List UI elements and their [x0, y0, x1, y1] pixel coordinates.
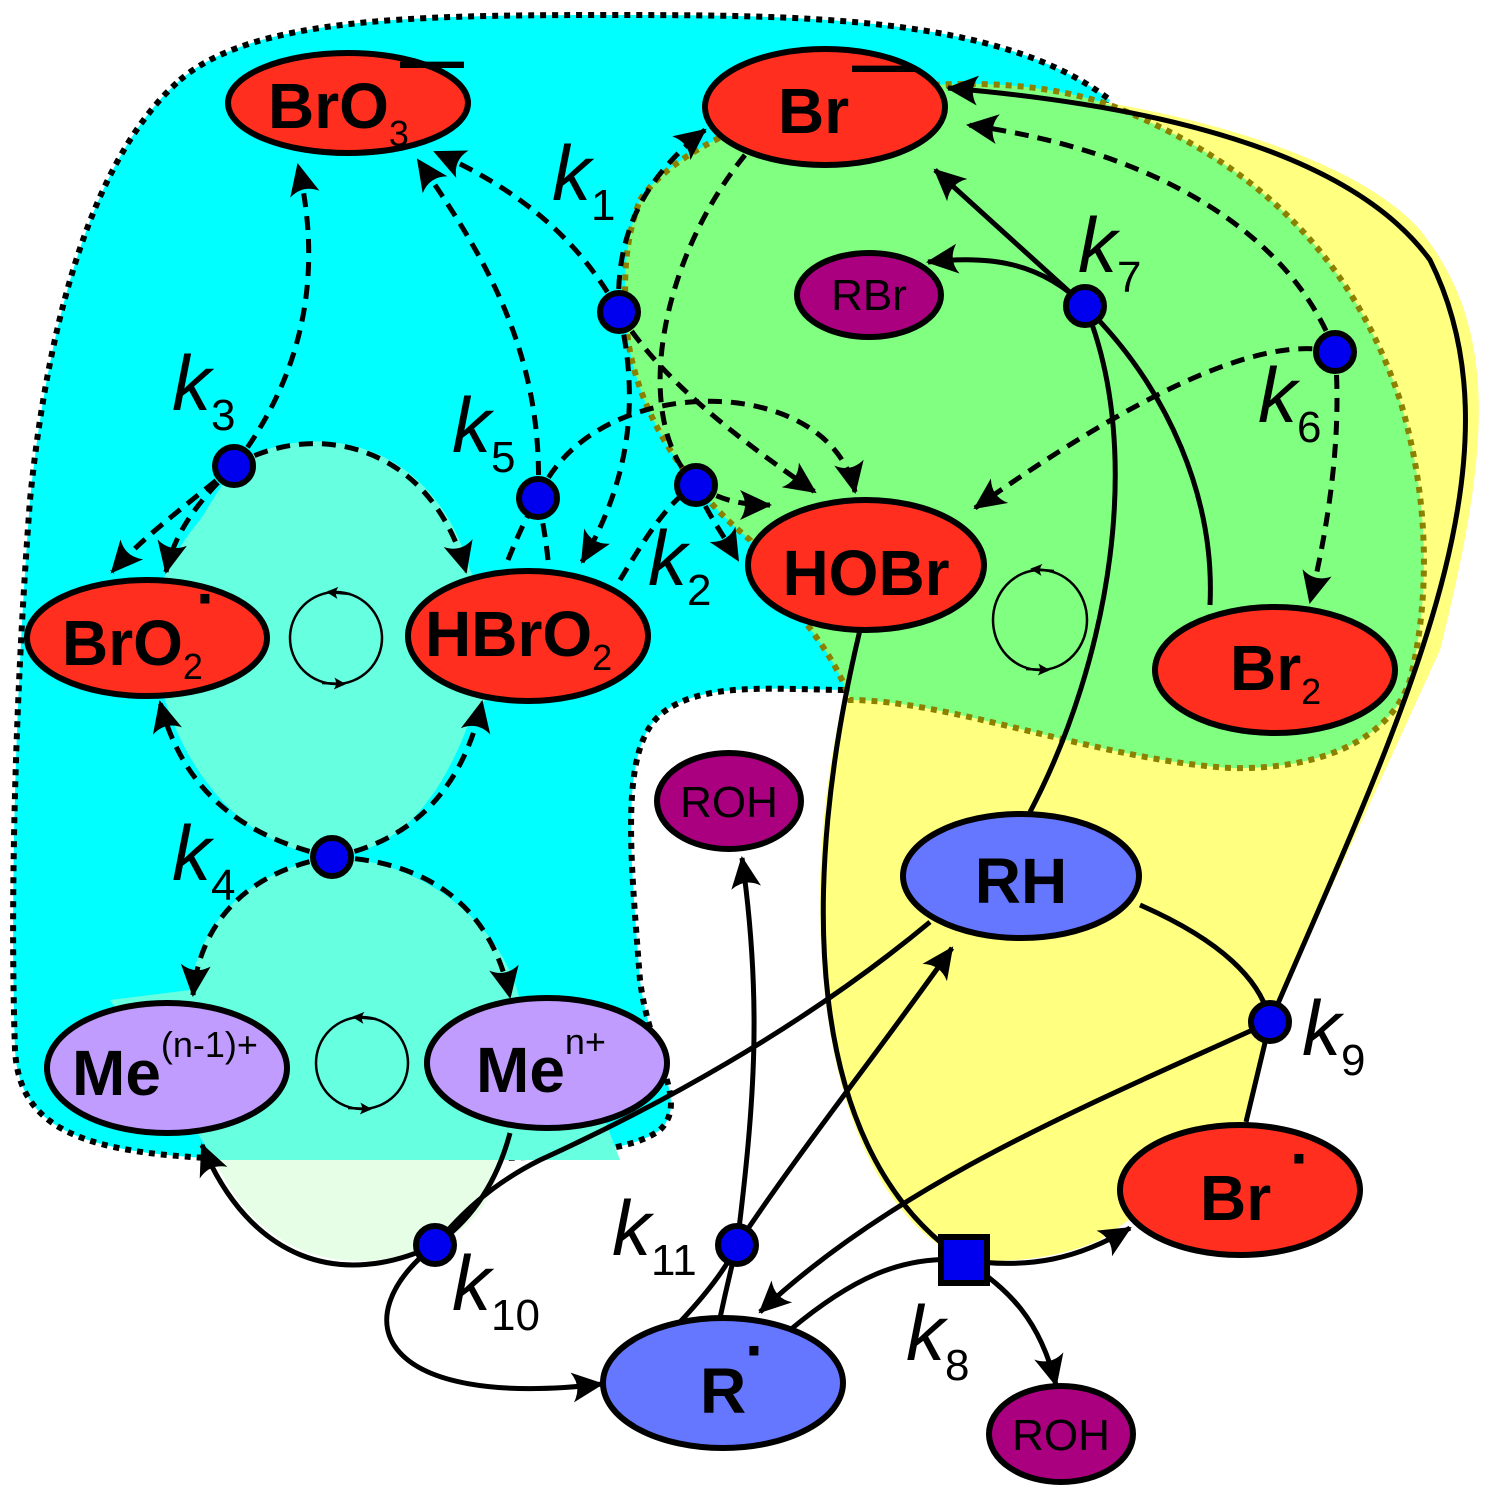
reaction-node-k6[interactable]	[1313, 330, 1357, 374]
edge-br-minus-to-k2	[657, 153, 747, 487]
svg-text:BrO3: BrO3	[268, 70, 409, 154]
rate-label-k7: k7	[1078, 201, 1141, 302]
species-label: ROH	[1012, 1411, 1110, 1460]
species-br-minus[interactable]: Br —	[702, 28, 948, 168]
edge-k5-to-hobr	[535, 398, 864, 499]
rate-label-k5: k5	[452, 381, 515, 482]
edge-k11-to-roh	[731, 856, 762, 1246]
radical-dot: ·	[196, 562, 217, 634]
edge-k10-to-me-reduced	[199, 1143, 437, 1268]
edge-k4-to-hbro2	[331, 700, 491, 860]
rate-labels: k1 k2 k3 k4 k5 k6 k7 k8 k9 k10 k11	[172, 129, 1365, 1390]
edge-br2-to-k7	[1083, 304, 1213, 606]
radical-dot: ·	[1290, 1122, 1311, 1194]
edge-k1-to-hbro2	[579, 311, 632, 564]
edge-k4-to-me-reduced	[180, 854, 333, 997]
reaction-node-k9[interactable]	[1248, 1000, 1292, 1044]
species-rbr[interactable]: RBr	[794, 250, 944, 340]
svg-text:HBrO2: HBrO2	[425, 598, 612, 678]
edge-k9-to-r-radical	[758, 1019, 1272, 1314]
edge-hbro2-to-k5-a	[505, 496, 541, 561]
edge-k9-to-br-minus	[946, 75, 1468, 1023]
edge-k4-to-me-oxidized	[331, 854, 519, 999]
species-rh[interactable]: RH	[900, 811, 1142, 941]
species-label: Br	[1200, 1162, 1271, 1234]
species-label: R	[700, 1355, 746, 1427]
reaction-node-k4[interactable]	[310, 835, 354, 879]
species-label: RBr	[831, 271, 907, 320]
species-me-reduced[interactable]: Me(n-1)+	[44, 1000, 290, 1136]
svg-text:Men+: Men+	[476, 1021, 606, 1106]
rate-label-k6: k6	[1258, 351, 1321, 452]
rate-label-k3: k3	[172, 339, 235, 440]
species-label: HBrO	[425, 598, 592, 670]
dashed-reactions	[110, 114, 1340, 999]
rate-label-k11: k11	[612, 1184, 697, 1285]
svg-text:BrO2: BrO2	[62, 607, 203, 687]
reaction-node-k3[interactable]	[212, 444, 256, 488]
edge-k6-to-hobr	[973, 346, 1336, 511]
edge-k6-to-br2	[1302, 351, 1340, 604]
charge-label: —	[852, 28, 916, 100]
rate-label-k2: k2	[648, 514, 711, 615]
species-r-radical[interactable]: R ·	[600, 1314, 846, 1451]
rate-nodes	[212, 284, 1357, 1286]
species-label: BrO	[268, 70, 389, 142]
species-br2[interactable]: Br2	[1152, 604, 1398, 736]
edge-k1-to-hobr	[616, 310, 817, 495]
cycle-icon	[288, 586, 384, 690]
edge-k1-to-bro3	[433, 149, 622, 314]
edge-k3-to-bro2-a	[110, 464, 236, 574]
reaction-node-k8[interactable]	[938, 1234, 990, 1286]
reaction-node-k2[interactable]	[674, 463, 718, 507]
species-label: Me	[72, 1037, 161, 1109]
species-roh-top[interactable]: ROH	[654, 750, 804, 852]
species-bro3[interactable]: BrO3 —	[225, 24, 471, 156]
cycle-icon	[314, 1011, 410, 1115]
species-label: Br	[778, 75, 849, 147]
edge-k6-to-br-minus	[966, 114, 1338, 353]
edge-k3-to-hbro2	[232, 441, 473, 574]
species-hbro2[interactable]: HBrO2	[405, 568, 651, 704]
charge-label: —	[400, 24, 464, 96]
svg-text:Br2: Br2	[1230, 632, 1321, 712]
radical-dot: ·	[745, 1314, 766, 1386]
rate-label-k1: k1	[552, 129, 615, 230]
rate-label-k8: k8	[906, 1289, 969, 1390]
species-label: HOBr	[782, 537, 949, 609]
rate-label-k4: k4	[172, 809, 235, 910]
cycle-icon	[991, 563, 1089, 676]
edge-k1-to-br-minus	[616, 128, 707, 313]
species-label: Me	[476, 1034, 565, 1106]
edge-k11-to-rh	[734, 946, 955, 1247]
inner-cycle-region-upper	[151, 441, 493, 857]
reaction-node-k11[interactable]	[715, 1223, 759, 1267]
species-bro2-radical[interactable]: BrO2 ·	[24, 562, 270, 699]
species-br-radical[interactable]: Br ·	[1117, 1122, 1363, 1258]
rate-label-k10: k10	[452, 1239, 540, 1340]
edge-hbro2-to-k2	[617, 482, 698, 582]
species-label: BrO	[62, 607, 183, 679]
species-roh-bottom[interactable]: ROH	[986, 1383, 1136, 1485]
reaction-node-k5[interactable]	[516, 476, 560, 520]
edge-rh-to-k10	[433, 920, 932, 1247]
species-hobr[interactable]: HOBr	[745, 497, 987, 633]
reaction-node-k10[interactable]	[413, 1223, 457, 1267]
edge-rh-to-k7	[1027, 305, 1118, 814]
edge-k10-to-r-radical	[384, 1243, 604, 1403]
species-label: Br	[1230, 632, 1301, 704]
edge-k4-to-bro2	[152, 700, 333, 860]
reaction-node-k7[interactable]	[1063, 284, 1107, 328]
rate-label-k9: k9	[1302, 984, 1365, 1085]
svg-text:Me(n-1)+: Me(n-1)+	[72, 1024, 258, 1109]
reaction-node-k1[interactable]	[597, 290, 641, 334]
species-me-oxidized[interactable]: Men+	[424, 995, 670, 1131]
edge-k5-to-bro3	[415, 158, 542, 499]
species-label: RH	[975, 845, 1067, 917]
species-label: ROH	[680, 778, 778, 827]
